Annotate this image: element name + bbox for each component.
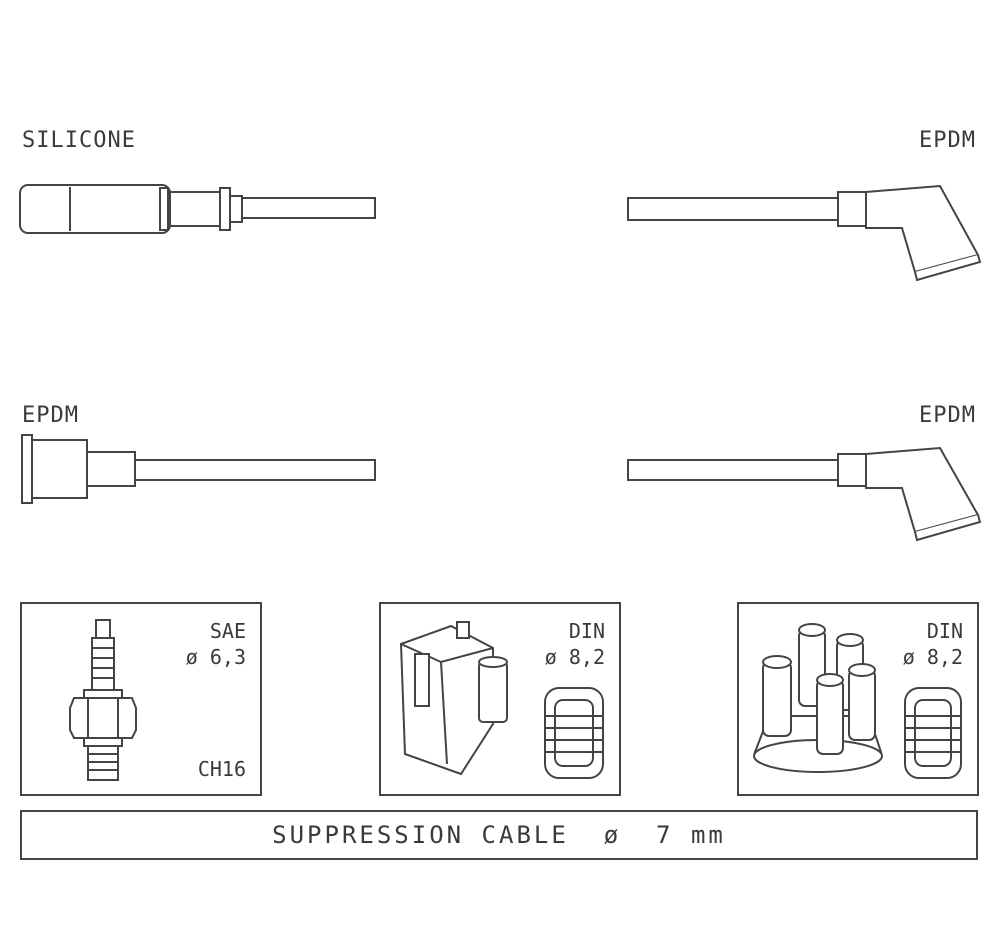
box1-diameter: ø 6,3 [185, 645, 246, 669]
spark-plug-icon [69, 619, 137, 781]
box2-standard: DIN [568, 619, 605, 643]
silicone-straight-boot-icon [19, 184, 376, 234]
epdm-angled-boot-icon-2 [627, 446, 982, 542]
suppression-cable-banner: SUPPRESSION CABLE ø 7 mm [20, 810, 978, 860]
box3-diameter: ø 8,2 [902, 645, 963, 669]
terminal-box-din-distributor: DIN ø 8,2 [737, 602, 979, 796]
material-label-epdm-mid-left: EPDM [22, 403, 79, 428]
material-label-silicone: SILICONE [22, 128, 136, 153]
material-label-epdm-top-right: EPDM [919, 128, 976, 153]
epdm-straight-boot-icon [21, 434, 376, 504]
ignition-coil-icon [399, 621, 604, 779]
distributor-cap-icon [753, 623, 962, 779]
terminal-box-din-coil: DIN ø 8,2 [379, 602, 621, 796]
box3-standard: DIN [926, 619, 963, 643]
banner-text: SUPPRESSION CABLE ø 7 mm [272, 821, 726, 849]
cable-drawings [19, 184, 982, 542]
material-label-epdm-mid-right: EPDM [919, 403, 976, 428]
epdm-angled-boot-icon [627, 184, 982, 282]
box1-standard: SAE [209, 619, 246, 643]
terminal-box-sae: SAE ø 6,3 CH16 [20, 602, 262, 796]
box2-diameter: ø 8,2 [544, 645, 605, 669]
box1-thread-code: CH16 [197, 757, 246, 781]
